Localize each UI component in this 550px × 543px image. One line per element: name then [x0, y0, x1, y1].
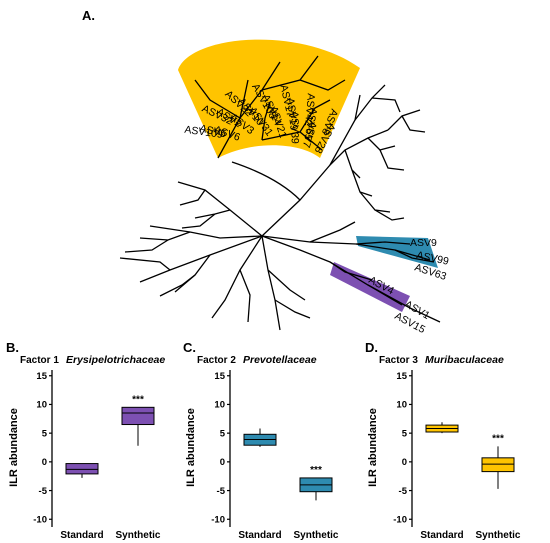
y-tick-label: 10 [36, 400, 47, 411]
y-tick-label: -10 [33, 515, 47, 526]
box-standard: Standard [420, 422, 464, 541]
significance-marker: *** [492, 433, 504, 444]
y-axis-label: ILR abundance [8, 408, 20, 487]
y-tick-label: 0 [402, 457, 407, 468]
y-tick-label: 10 [214, 400, 225, 411]
panel-letter-a: A. [82, 8, 95, 23]
family-label: Erysipelotrichaceae [66, 354, 165, 366]
asv-label-gold: ASV19 [284, 97, 300, 131]
box-synthetic: *** Synthetic [293, 465, 338, 541]
y-tick-label: -10 [393, 515, 407, 526]
phylogenetic-tree [119, 55, 441, 331]
asv-labels: ASV9ASV99ASV63ASV4ASV1ASV15ASV109ASV5ASV… [184, 82, 450, 336]
box-synthetic: *** Synthetic [115, 394, 160, 541]
y-tick-label: -5 [217, 486, 226, 497]
y-axis-label: ILR abundance [185, 408, 197, 487]
family-label: Prevotellaceae [243, 354, 317, 366]
category-label: Standard [238, 530, 281, 541]
blue-clade-highlight [356, 236, 438, 268]
asv-label-blue: ASV9 [410, 237, 437, 249]
asv-label-gold: ASV39 [288, 111, 301, 144]
asv-label-gold: ASV109 [184, 124, 224, 141]
asv-label-gold: ASV65 [301, 107, 319, 141]
category-label: Standard [420, 530, 463, 541]
y-tick-label: 5 [220, 428, 226, 439]
y-tick-label: 0 [220, 457, 225, 468]
box-iqr [65, 463, 99, 475]
y-axis-label: ILR abundance [367, 408, 379, 487]
family-label: Muribaculaceae [425, 354, 504, 366]
y-tick-label: 10 [396, 400, 407, 411]
asv-label-gold: ASV42 [302, 93, 317, 127]
panel-letter: D. [365, 340, 378, 355]
y-tick-label: -5 [399, 486, 408, 497]
factor-label: Factor 1 [20, 355, 59, 366]
factor-label: Factor 3 [379, 355, 418, 366]
significance-marker: *** [132, 394, 144, 405]
box-standard: Standard [238, 428, 282, 541]
category-label: Synthetic [293, 530, 338, 541]
box-synthetic: *** Synthetic [475, 433, 520, 541]
y-tick-label: 5 [402, 428, 408, 439]
y-tick-label: -5 [39, 486, 48, 497]
factor-label: Factor 2 [197, 355, 236, 366]
box-iqr [481, 457, 515, 473]
box-iqr [121, 406, 155, 426]
box-standard: Standard [60, 463, 104, 541]
y-tick-label: -10 [211, 515, 225, 526]
gold-clade-highlight [178, 39, 360, 158]
y-tick-label: 5 [42, 428, 48, 439]
y-tick-label: 15 [214, 371, 225, 382]
y-tick-label: 15 [396, 371, 407, 382]
category-label: Synthetic [475, 530, 520, 541]
panel-letter: B. [6, 340, 19, 355]
y-tick-label: 15 [36, 371, 47, 382]
panel-letter: C. [183, 340, 196, 355]
y-tick-label: 0 [42, 457, 47, 468]
phylogenetic-tree-panel: A. [82, 8, 450, 336]
category-label: Standard [60, 530, 103, 541]
category-label: Synthetic [115, 530, 160, 541]
significance-marker: *** [310, 465, 322, 476]
